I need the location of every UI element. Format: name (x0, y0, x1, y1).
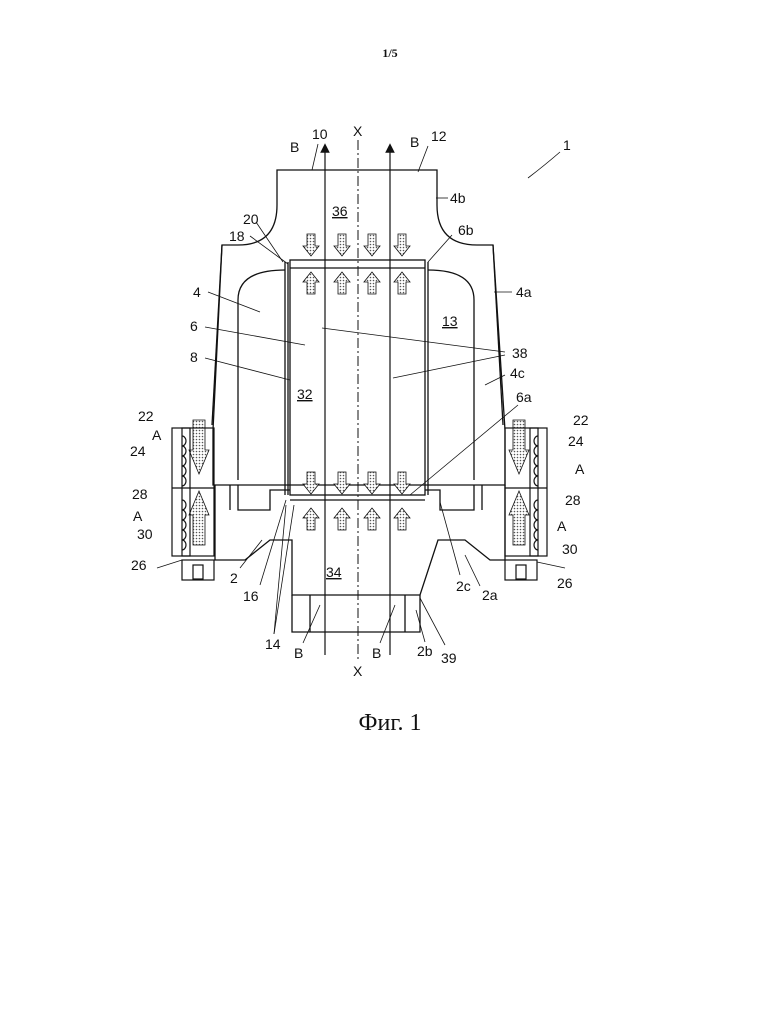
label-x-top: X (353, 123, 363, 139)
label-14: 14 (265, 636, 281, 652)
label-28-right: 28 (565, 492, 581, 508)
label-b-top-left: B (290, 139, 299, 155)
label-4c: 4c (510, 365, 525, 381)
label-1: 1 (563, 137, 571, 153)
label-22-left: 22 (138, 408, 154, 424)
label-20: 20 (243, 211, 259, 227)
label-16: 16 (243, 588, 259, 604)
label-4b: 4b (450, 190, 466, 206)
label-30-left: 30 (137, 526, 153, 542)
label-a-left-top: A (152, 427, 162, 443)
label-6a: 6a (516, 389, 532, 405)
label-b-top-right: B (410, 134, 419, 150)
cylinder-6 (285, 260, 428, 500)
label-2c: 2c (456, 578, 471, 594)
figure-caption: Фиг. 1 (0, 710, 780, 737)
label-a-left-bottom: A (133, 508, 143, 524)
label-a-right-bottom: A (557, 518, 567, 534)
label-22-right: 22 (573, 412, 589, 428)
label-8: 8 (190, 349, 198, 365)
label-30-right: 30 (562, 541, 578, 557)
coil-assemblies (172, 428, 547, 580)
label-32: 32 (297, 386, 313, 402)
label-26-right: 26 (557, 575, 573, 591)
label-2b: 2b (417, 643, 433, 659)
label-12: 12 (431, 128, 447, 144)
label-4: 4 (193, 284, 201, 300)
label-a-right-top: A (575, 461, 585, 477)
label-4a: 4a (516, 284, 532, 300)
label-28-left: 28 (132, 486, 148, 502)
label-10: 10 (312, 126, 328, 142)
label-38: 38 (512, 345, 528, 361)
leader-lines (157, 144, 565, 645)
label-b-bottom-right: B (372, 645, 381, 661)
label-2a: 2a (482, 587, 498, 603)
label-b-bottom-left: B (294, 645, 303, 661)
label-24-left: 24 (130, 443, 146, 459)
label-13: 13 (442, 313, 458, 329)
label-6b: 6b (458, 222, 474, 238)
label-26-left: 26 (131, 557, 147, 573)
label-24-right: 24 (568, 433, 584, 449)
label-36: 36 (332, 203, 348, 219)
label-6: 6 (190, 318, 198, 334)
label-18: 18 (229, 228, 245, 244)
flow-arrows (189, 234, 529, 545)
label-2: 2 (230, 570, 238, 586)
label-39: 39 (441, 650, 457, 666)
label-34: 34 (326, 564, 342, 580)
label-x-bottom: X (353, 663, 363, 679)
